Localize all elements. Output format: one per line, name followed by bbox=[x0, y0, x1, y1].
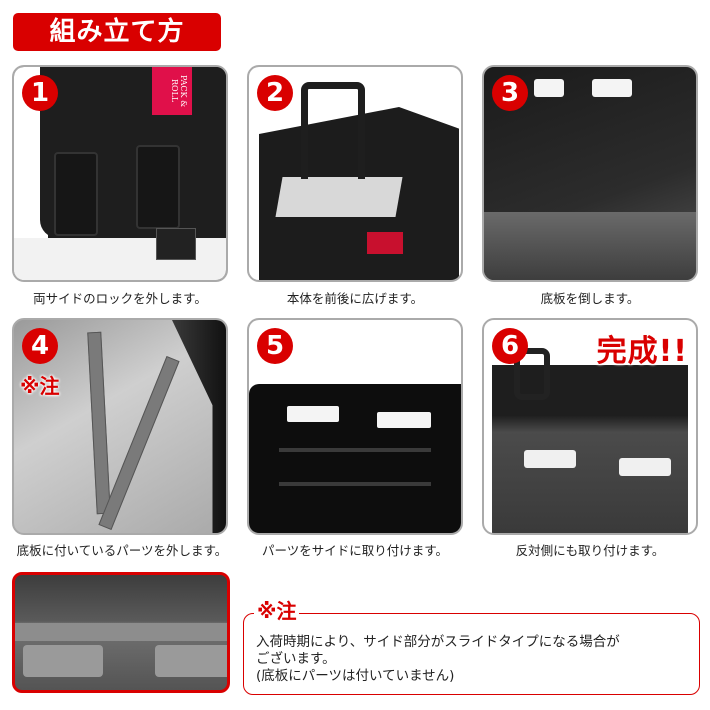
step-3-caption: 底板を倒します。 bbox=[540, 291, 640, 306]
complete-label: 完成!! bbox=[596, 334, 688, 369]
step-4-caption: 底板に付いているパーツを外します。 bbox=[16, 543, 228, 558]
side-rail bbox=[279, 482, 431, 486]
step-number-badge: 5 bbox=[257, 328, 293, 364]
pack-and-roll-label: PACK & ROLL bbox=[152, 67, 192, 115]
step-2-caption: 本体を前後に広げます。 bbox=[286, 291, 424, 306]
note-text: 入荷時期により、サイド部分がスライドタイプになる場合が ございます。 (底板にパ… bbox=[256, 634, 696, 685]
step-number-badge: 1 bbox=[22, 75, 58, 111]
step-2-photo: 2 bbox=[247, 65, 463, 282]
crate-body bbox=[249, 384, 461, 533]
crate-body bbox=[492, 365, 688, 533]
step-number-badge: 3 bbox=[492, 75, 528, 111]
trolley-handle bbox=[301, 82, 365, 179]
brand-tag bbox=[367, 232, 403, 254]
crate-window bbox=[155, 645, 227, 677]
note-line: ございます。 bbox=[256, 651, 336, 667]
lock-tab bbox=[156, 228, 196, 260]
crate-window bbox=[23, 645, 103, 677]
side-rail bbox=[279, 448, 431, 452]
note-title: ※注 bbox=[254, 598, 300, 624]
crate-rim bbox=[15, 623, 227, 641]
step-4-photo: 4 ※注 bbox=[12, 318, 228, 535]
crate-window bbox=[619, 458, 671, 476]
slide-type-photo bbox=[12, 572, 230, 693]
side-part bbox=[98, 356, 180, 530]
side-part bbox=[87, 331, 111, 515]
side-latch bbox=[136, 145, 180, 229]
step-6-photo: 6 完成!! bbox=[482, 318, 698, 535]
crate-window bbox=[524, 450, 576, 468]
crate-rim bbox=[484, 212, 696, 280]
crate-window bbox=[377, 412, 431, 428]
crate-floor bbox=[275, 177, 403, 217]
note-line: 入荷時期により、サイド部分がスライドタイプになる場合が bbox=[256, 634, 620, 650]
step-number-badge: 4 bbox=[22, 328, 58, 364]
step-5-caption: パーツをサイドに取り付けます。 bbox=[261, 543, 448, 558]
crate-window bbox=[592, 79, 632, 97]
step-6-caption: 反対側にも取り付けます。 bbox=[515, 543, 665, 558]
trolley-handle bbox=[514, 348, 550, 400]
note-box bbox=[243, 613, 700, 695]
page-title: 組み立て方 bbox=[13, 13, 221, 51]
crate-window bbox=[534, 79, 564, 97]
step-number-badge: 2 bbox=[257, 75, 293, 111]
side-latch bbox=[54, 152, 98, 236]
note-line: (底板にパーツは付いていません) bbox=[256, 668, 455, 684]
note-mark: ※注 bbox=[20, 374, 60, 398]
step-5-photo: 5 bbox=[247, 318, 463, 535]
step-1-photo: PACK & ROLL 1 bbox=[12, 65, 228, 282]
crate-window bbox=[287, 406, 339, 422]
step-3-photo: 3 bbox=[482, 65, 698, 282]
step-number-badge: 6 bbox=[492, 328, 528, 364]
step-1-caption: 両サイドのロックを外します。 bbox=[33, 291, 207, 306]
